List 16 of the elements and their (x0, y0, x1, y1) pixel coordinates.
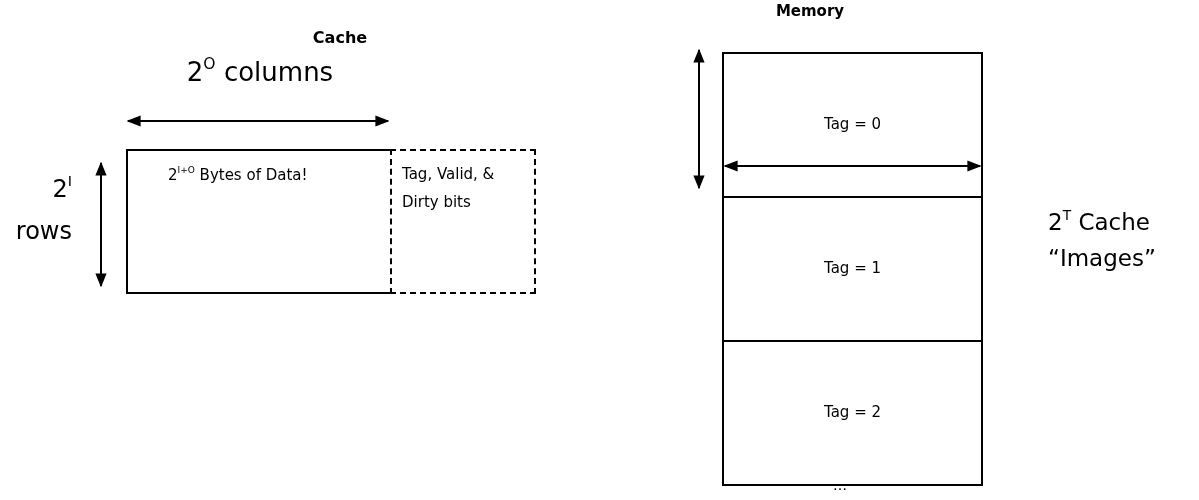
ellipsis: … (832, 478, 848, 492)
annotation-text: 2$^{T}$ Cache “Images” (1048, 205, 1157, 273)
section-heading: Memory (774, 2, 846, 22)
memory-block (722, 196, 983, 342)
box-text: Tag, Valid, & Dirty bits (402, 164, 496, 213)
box-text: 2$^{I+O}$ Bytes of Data! (168, 164, 308, 186)
dimension-label: 2$^{I}$ rows (14, 172, 72, 247)
dimension-label: 2$^{O}$ columns (185, 56, 335, 89)
box-text: Tag = 1 (823, 259, 881, 279)
metadata-box (390, 149, 536, 294)
memory-block (722, 52, 983, 198)
box-text: Tag = 2 (823, 403, 881, 423)
box-text: Tag = 0 (823, 115, 881, 135)
section-heading: Cache (311, 28, 369, 49)
cache-data-box (126, 149, 392, 294)
memory-block (722, 340, 983, 486)
